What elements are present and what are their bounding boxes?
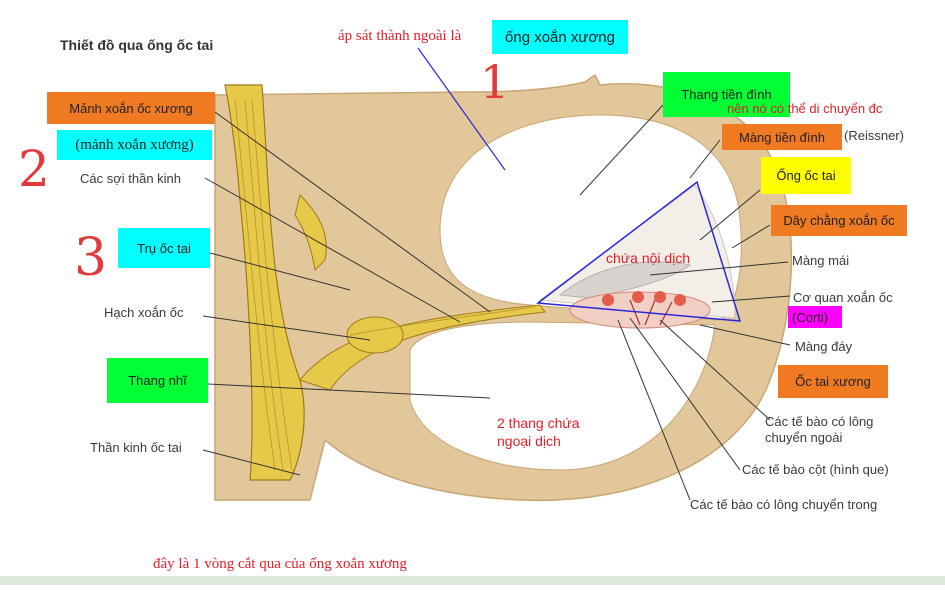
label-cac-soi-than-kinh: Các sợi thần kinh bbox=[80, 171, 182, 186]
bottom-note: đây là 1 vòng cắt qua của ống xoắn xương bbox=[153, 556, 407, 572]
handwritten-number-1: 1 bbox=[480, 55, 510, 109]
scala-tympani bbox=[409, 321, 716, 471]
label-manh-xoan-xuong: (mảnh xoắn xương) bbox=[57, 130, 212, 160]
bottom-strip bbox=[0, 576, 945, 585]
spiral-ganglion bbox=[346, 316, 404, 354]
label-thang-tien-dinh: Thang tiền đình bbox=[663, 72, 790, 117]
label-hai-thang-2: ngoại dịch bbox=[497, 433, 561, 449]
top-note-highlight: ống xoắn xương bbox=[492, 20, 628, 54]
organ-of-corti bbox=[569, 291, 711, 329]
label-corti: (Corti) bbox=[788, 306, 842, 328]
label-than-kinh-oc-tai: Thần kinh ốc tai bbox=[90, 440, 182, 455]
label-nen-no: nên nó có thể di chuyển đc bbox=[727, 101, 883, 116]
handwritten-number-2: 2 bbox=[18, 140, 50, 198]
nerve-fibers-strokes bbox=[234, 99, 536, 471]
label-oc-tai-xuong: Ốc tai xương bbox=[778, 365, 888, 398]
cochlear-nerve bbox=[224, 84, 305, 481]
label-manh-xoan-oc-xuong: Mảnh xoắn ốc xương bbox=[47, 92, 215, 124]
label-day-chang-xoan-oc: Dây chằng xoắn ốc bbox=[771, 205, 907, 236]
leader-lines bbox=[202, 104, 791, 501]
label-thang-nhi: Thang nhĩ bbox=[107, 358, 208, 403]
label-hai-thang-1: 2 thang chứa bbox=[497, 415, 580, 431]
diagram-title: Thiết đồ qua ống ốc tai bbox=[60, 37, 214, 53]
label-co-quan-xoan-oc: Cơ quan xoắn ốc bbox=[793, 290, 893, 305]
label-tru-oc-tai: Trụ ốc tai bbox=[118, 228, 210, 268]
label-te-bao-long-ngoai-1: Các tế bào có lông bbox=[765, 414, 874, 429]
label-mang-mai: Màng mái bbox=[792, 253, 850, 268]
blue-arrow bbox=[417, 47, 506, 171]
label-mang-day: Màng đáy bbox=[795, 339, 853, 354]
nerve-branch-upper bbox=[294, 194, 327, 272]
label-te-bao-long-trong: Các tế bào có lông chuyển trong bbox=[690, 497, 878, 512]
tectorial-membrane bbox=[558, 261, 692, 299]
label-te-bao-long-ngoai-2: chuyển ngoài bbox=[765, 430, 843, 445]
label-mang-tien-dinh: Màng tiền đình bbox=[722, 124, 842, 150]
handwritten-number-3: 3 bbox=[74, 228, 108, 288]
label-reissner: (Reissner) bbox=[844, 128, 904, 143]
label-ong-oc-tai: Ống ốc tai bbox=[761, 157, 851, 194]
cochlear-duct-triangle bbox=[536, 180, 742, 322]
label-te-bao-cot: Các tế bào cột (hình que) bbox=[742, 462, 889, 477]
top-note-prefix: áp sát thành ngoài là bbox=[338, 28, 462, 44]
label-chua-noi-dich: chứa nội dịch bbox=[606, 250, 691, 266]
label-hach-xoan-oc: Hạch xoắn ốc bbox=[104, 305, 184, 320]
